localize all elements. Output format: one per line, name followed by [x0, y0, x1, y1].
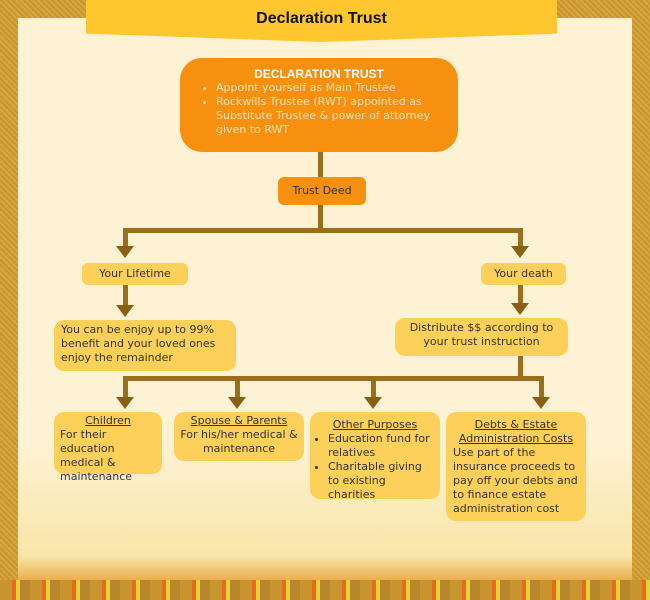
- bullet: Education fund for relatives: [328, 432, 436, 460]
- connector: [123, 285, 128, 307]
- page-title: Declaration Trust: [256, 10, 387, 27]
- arrow-down-icon: [116, 305, 134, 317]
- connector: [123, 228, 128, 248]
- arrow-down-icon: [116, 397, 134, 409]
- bullet: Charitable giving to existing charities: [328, 460, 436, 502]
- connector: [318, 150, 323, 180]
- other-purposes-box: Other PurposesEducation fund for relativ…: [310, 412, 440, 502]
- bullet: Appoint yourself as Main Trustee: [216, 81, 446, 95]
- children-text: For their education medical & maintenanc…: [60, 428, 133, 483]
- connector: [123, 376, 128, 398]
- connector: [539, 376, 544, 398]
- debts-title: Debts & Estate Administration Costs: [458, 418, 574, 445]
- your-death-box: Your death: [481, 263, 566, 285]
- arrow-down-icon: [228, 397, 246, 409]
- children-title: Children: [85, 414, 131, 427]
- spouse-text: For his/her medical & maintenance: [180, 428, 298, 455]
- bullet: Rockwills Trustee (RWT) appointed as Sub…: [216, 95, 446, 137]
- declaration-trust-box: DECLARATION TRUST Appoint yourself as Ma…: [180, 58, 458, 152]
- connector: [318, 205, 323, 232]
- other-title: Other Purposes: [332, 418, 418, 431]
- arrow-down-icon: [116, 246, 134, 258]
- connector: [123, 228, 523, 233]
- connector: [518, 355, 523, 380]
- arrow-down-icon: [511, 303, 529, 315]
- arrow-down-icon: [364, 397, 382, 409]
- your-lifetime-box: Your Lifetime: [82, 263, 188, 285]
- connector: [518, 228, 523, 248]
- connector: [518, 285, 523, 305]
- trust-deed-box: Trust Deed: [278, 177, 366, 205]
- connector: [123, 376, 544, 381]
- connector: [371, 376, 376, 398]
- title-banner: Declaration Trust: [86, 0, 557, 42]
- arrow-down-icon: [511, 246, 529, 258]
- lifetime-detail-box: You can be enjoy up to 99% benefit and y…: [54, 320, 236, 371]
- arrow-down-icon: [532, 397, 550, 409]
- debts-text: Use part of the insurance proceeds to pa…: [453, 446, 578, 515]
- grass-decoration: [0, 580, 650, 600]
- death-detail-box: Distribute $$ according to your trust in…: [395, 318, 568, 356]
- spouse-title: Spouse & Parents: [190, 414, 288, 427]
- main-title: DECLARATION TRUST: [254, 67, 384, 81]
- connector: [235, 376, 240, 398]
